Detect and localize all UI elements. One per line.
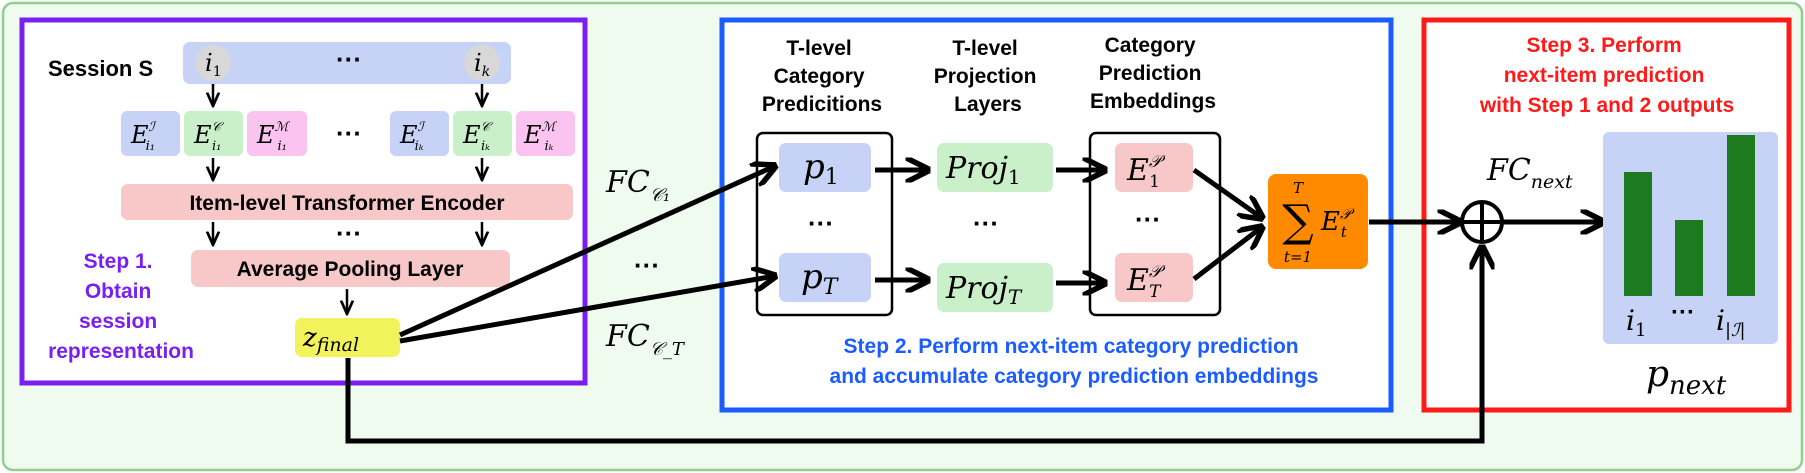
emb-M-ik-box [516, 111, 575, 156]
output-bar-1 [1624, 172, 1652, 296]
bar-dots: ··· [1671, 299, 1695, 326]
proj1-label: Proj1 [945, 151, 1021, 189]
encoder-label: Item-level Transformer Encoder [189, 192, 504, 215]
output-bar-3 [1727, 135, 1755, 296]
sum-box [1268, 174, 1368, 269]
item-last-circle [464, 45, 500, 81]
pooling-label: Average Pooling Layer [237, 258, 464, 281]
item-last-label: ik [474, 49, 490, 80]
bar-first-label: i1 [1626, 304, 1646, 341]
col2-header: T-level Projection Layers [934, 37, 1043, 116]
e1-box [1115, 143, 1193, 192]
sum-top: T [1293, 179, 1304, 197]
middle-dots: ··· [634, 250, 660, 280]
encoder-box [121, 184, 573, 220]
output-bar-2 [1675, 220, 1703, 296]
fc-c1-label: FC𝒞₁ [605, 165, 670, 206]
emb-dots: ··· [336, 118, 362, 148]
proj1-box [937, 143, 1053, 192]
proj-dots: ··· [973, 208, 999, 238]
p1-label: p1 [803, 147, 839, 190]
session-label: Session S [48, 56, 153, 81]
item-first-label: i1 [205, 49, 222, 80]
p-dots: ··· [808, 208, 834, 238]
emb-C-i1-box [184, 111, 243, 156]
encoder-dots: ··· [336, 218, 362, 248]
sum-bottom: t=1 [1284, 248, 1312, 266]
step2-caption: Step 2. Perform next-item category predi… [830, 335, 1319, 388]
zfinal-label: zfinal [302, 323, 359, 356]
output-bars [1624, 135, 1755, 296]
pT-box [779, 253, 871, 302]
projT-box [937, 263, 1053, 312]
session-bar [183, 42, 511, 84]
pT-label: pT [801, 257, 840, 300]
zfinal-box [295, 318, 400, 357]
arrow-e1-to-sum [1192, 167, 1262, 218]
sum-symbol: ∑ [1282, 196, 1313, 247]
p-next-label: pnext [1646, 354, 1727, 401]
eT-box [1115, 253, 1193, 302]
session-dots: ··· [336, 44, 362, 74]
p-group-frame [755, 131, 894, 317]
p1-box [779, 143, 871, 192]
e-group-frame [1088, 131, 1222, 317]
arrow-zfinal-to-pT [399, 276, 775, 344]
arrow-eT-to-sum [1192, 227, 1262, 281]
col3-header: Category Prediction Embeddings [1090, 34, 1216, 113]
emb-I-ik-box [390, 111, 449, 156]
fc-next-label: FCnext [1486, 153, 1573, 193]
arrow-zfinal-to-p1 [398, 166, 775, 338]
step3-title: Step 3. Perform next-item prediction wit… [1479, 34, 1734, 117]
pooling-box [191, 250, 510, 287]
e-dots: ··· [1135, 204, 1161, 234]
col1-header: T-level Category Predicitions [762, 37, 882, 116]
projT-label: ProjT [945, 271, 1023, 309]
fc-ct-label: FC𝒞_T [605, 319, 686, 360]
emb-C-ik-box [453, 111, 512, 156]
skip-connection [345, 247, 1482, 444]
emb-I-i1-box [121, 111, 180, 156]
emb-M-i1-box [247, 111, 307, 156]
bar-last-label: i|ℐ| [1716, 304, 1746, 341]
step1-caption: Step 1. Obtain session representation [48, 250, 194, 363]
item-first-circle [195, 45, 231, 81]
